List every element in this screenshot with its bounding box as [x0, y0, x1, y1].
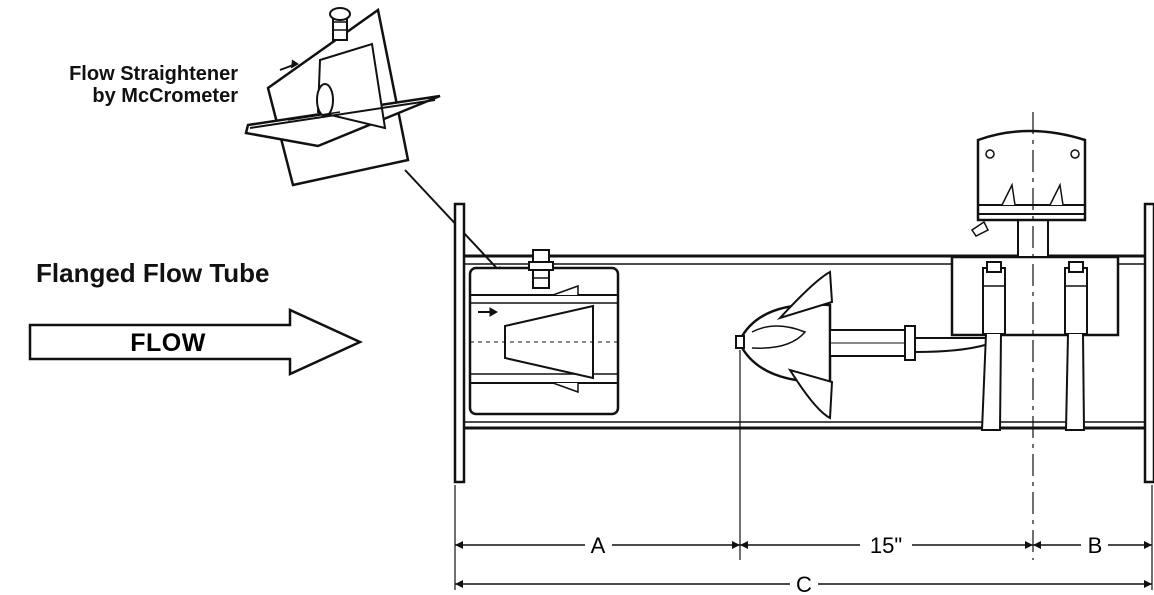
- flow-straightener-label-line2: by McCrometer: [92, 85, 238, 107]
- flow-straightener-label: Flow Straightener by McCrometer: [0, 63, 238, 107]
- dimension-c-label: C: [796, 572, 812, 595]
- meter-propeller: [735, 270, 986, 420]
- flow-straightener-detail: [244, 7, 441, 187]
- straightener-in-tube: [468, 249, 620, 416]
- dimension-extension-lines: [454, 350, 1153, 590]
- dimension-a-label: A: [591, 533, 606, 558]
- meter-saddle: [950, 129, 1120, 431]
- left-flange: [453, 202, 466, 484]
- right-flange: [1143, 202, 1154, 484]
- dimension-15-label: 15": [870, 533, 902, 558]
- flanged-flow-tube-label: Flanged Flow Tube: [36, 258, 270, 288]
- flow-direction-arrow: FLOW: [28, 308, 364, 376]
- flow-arrow-label: FLOW: [130, 329, 206, 357]
- dimension-b-label: B: [1088, 533, 1103, 558]
- flow-straightener-label-line1: Flow Straightener: [69, 63, 238, 85]
